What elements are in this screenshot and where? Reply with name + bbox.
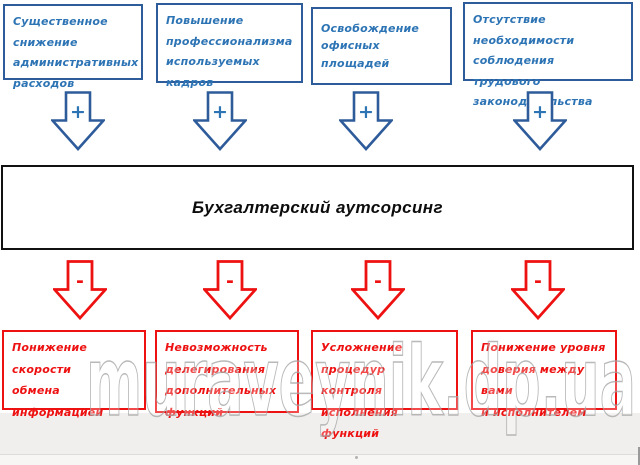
con-box-control-procedures: Усложнение процедур контроля исполнения … [311,330,458,440]
minus-arrow-down-icon: - [351,260,405,320]
speck-artifact [355,456,358,459]
pro-box-label: Освобождение офисных площадей [321,21,420,70]
plus-sign: + [532,101,548,123]
plus-sign: + [358,101,374,123]
plus-sign: + [70,101,86,123]
con-box-label: Понижение уровня доверия между вами и ис… [481,341,606,419]
con-box-label: Невозможность делегирования дополнительн… [165,341,277,419]
minus-sign: - [374,270,382,292]
diagram-title: Бухгалтерский аутсорсинг [192,197,443,217]
plus-arrow-down-icon: + [51,91,105,151]
central-title-box: Бухгалтерский аутсорсинг [1,165,634,250]
con-box-info-exchange: Понижение скорости обмена информацией [2,330,146,419]
plus-sign: + [212,101,228,123]
pro-box-label: Повышение профессионализма используемых … [166,14,293,89]
minus-sign: - [76,270,84,292]
footer-strip [0,454,640,465]
minus-sign: - [534,270,542,292]
pro-box-labor-law: Отсутствие необходимости соблюдения труд… [463,2,633,108]
minus-arrow-down-icon: - [203,260,257,320]
plus-arrow-down-icon: + [339,91,393,151]
minus-sign: - [226,270,234,292]
edge-artifact [638,447,640,465]
con-box-label: Усложнение процедур контроля исполнения … [321,341,403,440]
pro-box-label: Существенное снижение административных р… [13,15,139,90]
con-box-delegation: Невозможность делегирования дополнительн… [155,330,299,419]
pro-box-office-space: Освобождение офисных площадей [311,7,452,85]
pro-box-professionalism: Повышение профессионализма используемых … [156,3,303,89]
minus-arrow-down-icon: - [511,260,565,320]
con-box-label: Понижение скорости обмена информацией [12,341,104,419]
plus-arrow-down-icon: + [193,91,247,151]
con-box-trust-level: Понижение уровня доверия между вами и ис… [471,330,617,419]
minus-arrow-down-icon: - [53,260,107,320]
plus-arrow-down-icon: + [513,91,567,151]
pro-box-admin-costs: Существенное снижение административных р… [3,4,143,90]
